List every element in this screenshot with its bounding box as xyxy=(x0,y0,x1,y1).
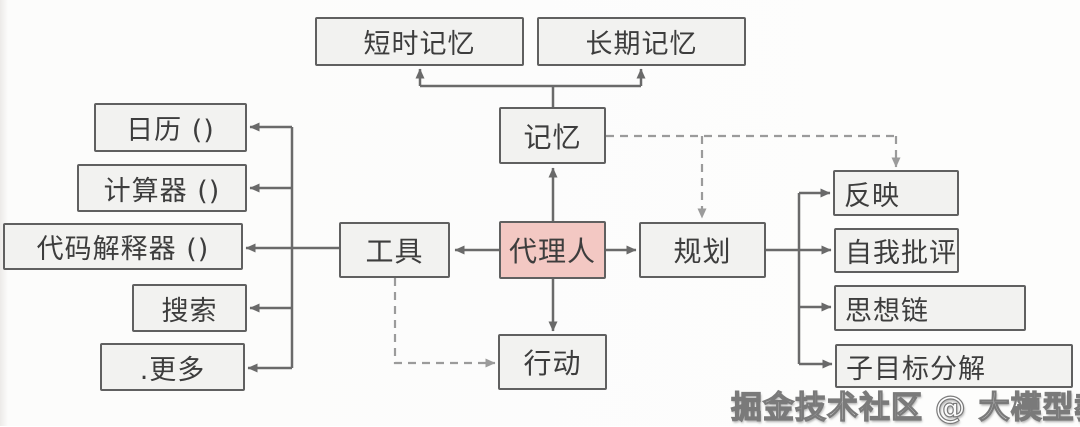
node-calendar: 日历 () xyxy=(94,103,247,152)
node-search: 搜索 xyxy=(132,284,247,332)
node-tools: 工具 xyxy=(339,222,450,278)
watermark-text: 掘金技术社区 @ 大模型教程 xyxy=(730,389,1080,426)
node-code-interpreter: 代码解释器 () xyxy=(3,223,243,270)
node-action: 行动 xyxy=(498,334,607,390)
node-calculator: 计算器 () xyxy=(77,164,247,212)
node-agent: 代理人 xyxy=(499,221,606,279)
node-subgoal-decomposition: 子目标分解 xyxy=(835,344,1073,388)
node-short-term-memory: 短时记忆 xyxy=(315,17,524,66)
node-chain-of-thought: 思想链 xyxy=(834,285,1026,331)
node-reflection: 反映 xyxy=(833,170,959,216)
node-memory: 记忆 xyxy=(499,107,606,164)
node-long-term-memory: 长期记忆 xyxy=(537,17,746,66)
node-self-criticism: 自我批评 xyxy=(834,228,959,273)
node-planning: 规划 xyxy=(639,222,766,278)
node-more: .更多 xyxy=(100,343,245,391)
